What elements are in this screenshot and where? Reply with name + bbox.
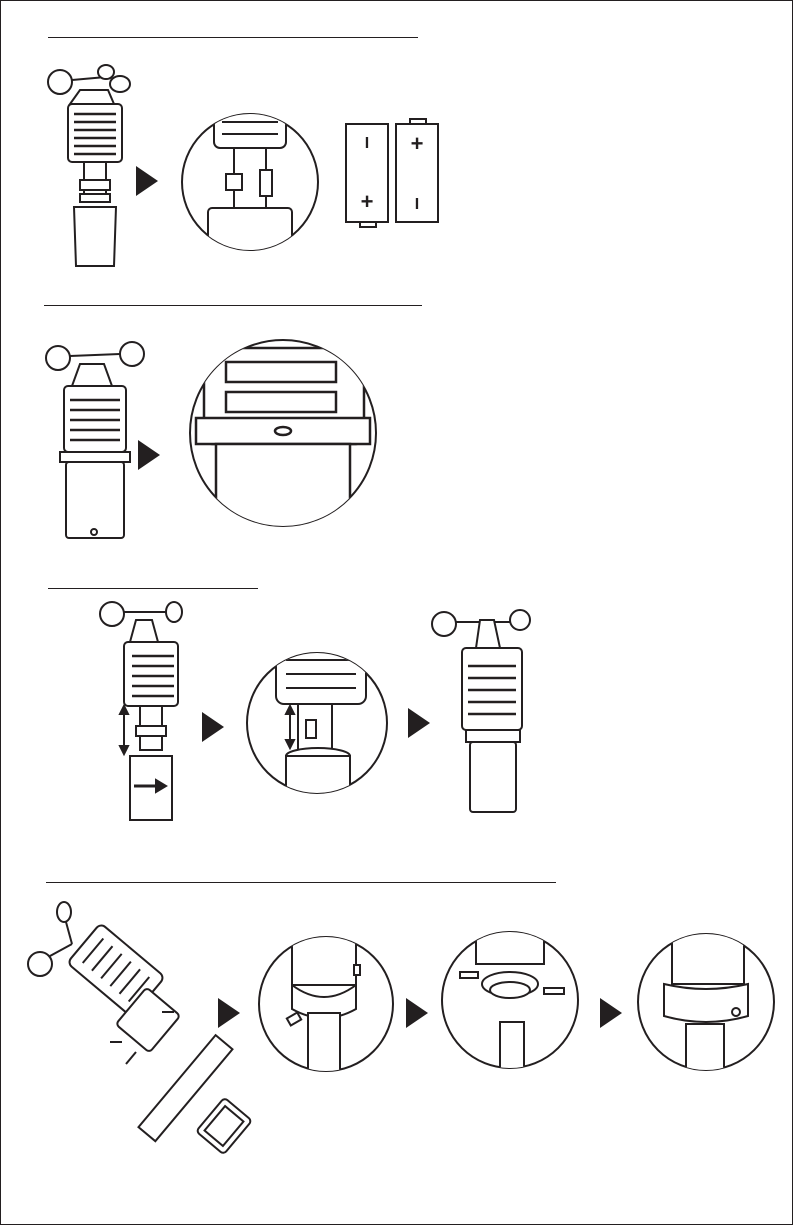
battery-2-top-sign: + [411, 131, 424, 156]
right-arrow-icon [408, 708, 430, 738]
battery-1-top-sign: I [365, 135, 369, 152]
sensor-with-battery-cap [44, 62, 134, 272]
magnifier-circle-screw-insert [258, 935, 394, 1073]
magnifier-circle-mount-holes [440, 930, 580, 1070]
section-4-heading-rule [46, 882, 556, 883]
magnifier-circle-battery-cap [178, 112, 322, 252]
magnifier-circle-mounted [636, 932, 776, 1072]
section-3-heading-rule [48, 588, 258, 589]
magnifier-circle-twist [246, 648, 388, 798]
section-1-heading-rule [48, 37, 418, 38]
sensor-assembled [44, 342, 144, 544]
right-arrow-icon [136, 166, 158, 196]
sensor-reassembled [428, 604, 530, 816]
right-arrow-icon [138, 440, 160, 470]
battery-1-bottom-sign: + [361, 189, 374, 214]
sensor-separated [96, 600, 186, 826]
right-arrow-icon [406, 998, 428, 1028]
battery-2-bottom-sign: I [415, 196, 419, 213]
right-arrow-icon [600, 998, 622, 1028]
right-arrow-icon [202, 712, 224, 742]
right-arrow-icon [218, 998, 240, 1028]
magnifier-circle-sensor-base [186, 338, 380, 528]
section-2-heading-rule [44, 305, 422, 306]
battery-icon: I + + I [344, 118, 440, 230]
